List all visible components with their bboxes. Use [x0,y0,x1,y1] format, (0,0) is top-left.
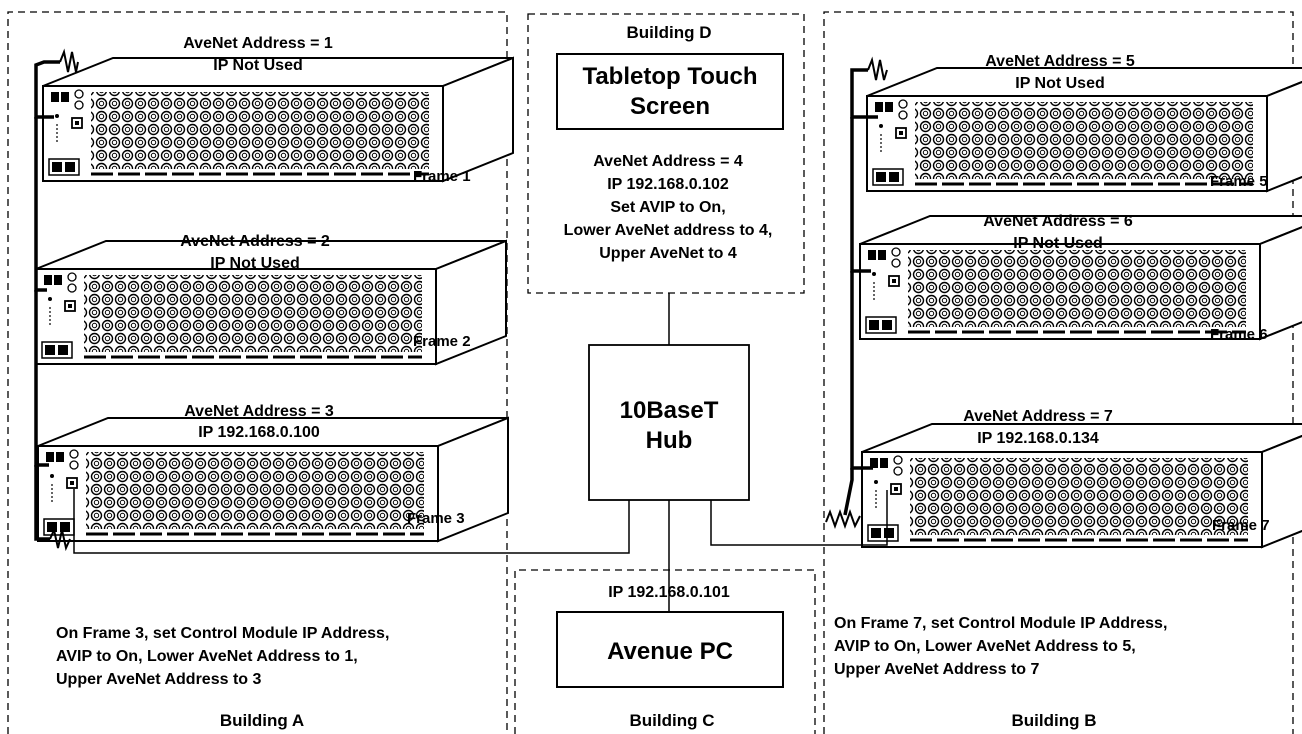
building-a-note-line: Upper AveNet Address to 3 [56,671,261,688]
frame-6-label: Frame 6 [1210,326,1268,343]
pc-box [556,611,784,688]
hub-label-line1: 10BaseT [620,397,719,424]
building-d-label: Building D [627,23,712,42]
frame-5-address: AveNet Address = 5 [985,53,1135,70]
building-b-note-line: Upper AveNet Address to 7 [834,661,1039,678]
pc-label: Avenue PC [607,638,733,665]
frame-2-ip: IP Not Used [210,255,300,272]
building-boundaries [7,11,1294,734]
terminator-icon [49,48,79,552]
building-b-label: Building B [1012,711,1097,730]
frame-3-ip: IP 192.168.0.100 [198,424,320,441]
frame-7-ip: IP 192.168.0.134 [977,430,1099,447]
touchscreen-info-line: Lower AveNet address to 4, [564,222,773,239]
building-a-note-line: On Frame 3, set Control Module IP Addres… [56,625,389,642]
hub-label-line2: Hub [646,427,693,454]
touchscreen-box [556,53,784,130]
touchscreen-title-line2: Screen [630,93,710,120]
touchscreen-info-line: Upper AveNet to 4 [599,245,737,262]
left-avenet-bus [34,60,60,541]
hub-box [588,344,750,501]
frame-6-address: AveNet Address = 6 [983,213,1133,230]
building-b-note-line: On Frame 7, set Control Module IP Addres… [834,615,1167,632]
frame-1-chassis [41,56,515,183]
frame-1-ip: IP Not Used [213,57,303,74]
pc-ip-label: IP 192.168.0.101 [608,584,730,601]
building-a-note-line: AVIP to On, Lower AveNet Address to 1, [56,648,358,665]
building-a-label: Building A [220,711,304,730]
touchscreen-info-line: Set AVIP to On, [610,199,725,216]
touchscreen-info-line: AveNet Address = 4 [593,153,743,170]
touchscreen-info-line: IP 192.168.0.102 [607,176,729,193]
frame-2-address: AveNet Address = 2 [180,233,330,250]
frame-6-ip: IP Not Used [1013,235,1103,252]
building-b-note-line: AVIP to On, Lower AveNet Address to 5, [834,638,1136,655]
building-c-label: Building C [630,711,715,730]
frame-7-address: AveNet Address = 7 [963,408,1113,425]
right-avenet-bus [843,68,878,516]
frame-3-label: Frame 3 [407,510,465,527]
frame-1-label: Frame 1 [413,168,471,185]
ethernet-links [73,293,888,612]
frame-2-label: Frame 2 [413,333,471,350]
frame-1-address: AveNet Address = 1 [183,35,333,52]
frame-5-label: Frame 5 [1210,173,1268,190]
frame-3-address: AveNet Address = 3 [184,403,334,420]
terminator-icon [825,56,888,529]
touchscreen-title-line1: Tabletop Touch [582,63,757,90]
frame-5-ip: IP Not Used [1015,75,1105,92]
frame-7-label: Frame 7 [1212,517,1270,534]
